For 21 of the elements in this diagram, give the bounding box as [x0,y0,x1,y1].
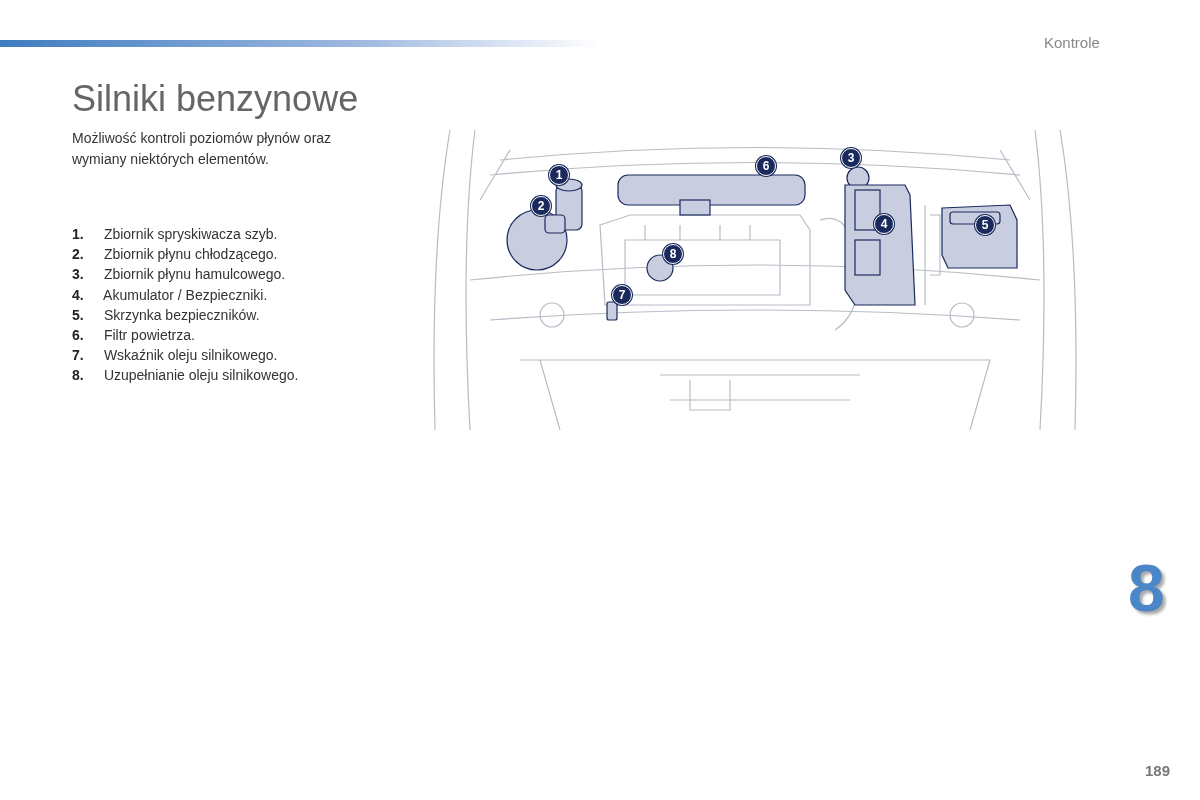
intro-paragraph: Możliwość kontroli poziomów płynów oraz wymiany niektórych elementów. [72,129,333,169]
callout-number: 1 [549,165,569,185]
list-item: 6. Filtr powietrza. [72,327,195,343]
list-item: 3. Zbiornik płynu hamulcowego. [72,266,286,283]
list-item: 1. Zbiornik spryskiwacza szyb. [72,226,278,242]
page-number: 189 [1145,762,1171,779]
list-item: 5. Skrzynka bezpieczników. [72,306,260,323]
list-item: 7. Wskaźnik oleju silnikowego. [72,347,278,364]
chapter-number: 8 [1128,550,1165,627]
callout-number: 5 [975,215,995,235]
list-item: 2. Zbiornik płynu chłodzącego. [72,246,278,263]
section-header: Kontrole [1044,34,1100,51]
list-item: 8. Uzupełnianie oleju silnikowego. [72,367,299,384]
callout-number: 4 [874,214,894,234]
callout-number: 8 [663,244,683,264]
callout-number: 7 [612,285,632,305]
callout-number: 6 [756,156,776,176]
page-title: Silniki benzynowe [72,78,359,120]
callout-number: 2 [531,196,551,216]
callout-number: 3 [841,148,861,168]
list-item: 4. Akumulator / Bezpieczniki. [72,286,268,303]
